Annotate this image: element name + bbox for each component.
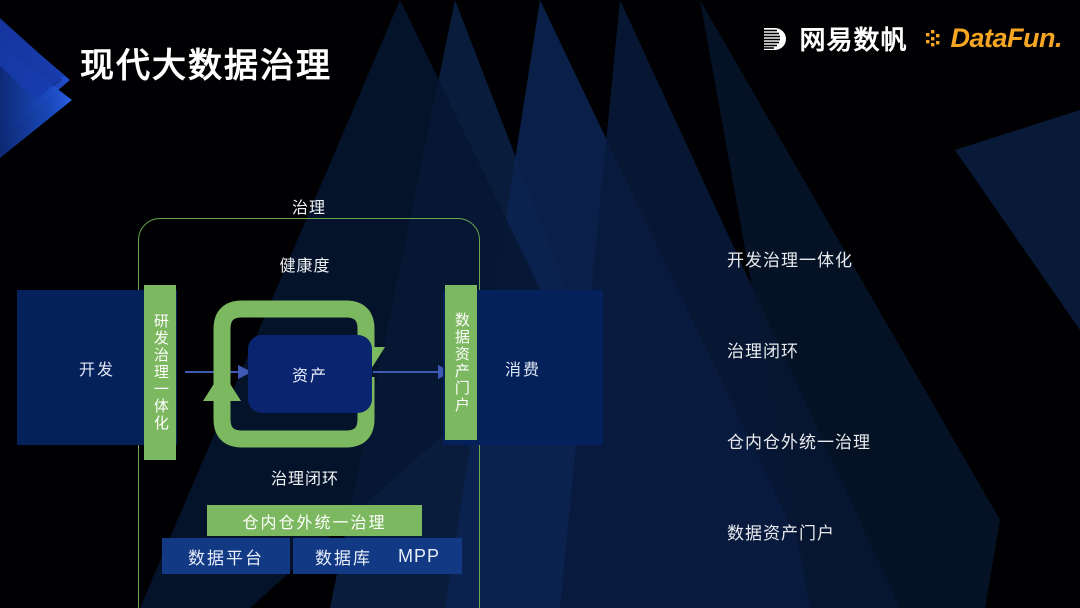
platform-box: 数据平台 [162, 538, 290, 574]
loop-lower-path [213, 377, 375, 448]
bg-chevron-1b [0, 35, 62, 125]
list-item: 数据资产门户 [727, 524, 835, 543]
page-title: 现代大数据治理 [80, 47, 332, 85]
logo-group: 网易数帆 DataFun. [760, 20, 1062, 57]
datafun-logo: DataFun. [925, 23, 1062, 54]
closed-loop-label: 治理闭环 [270, 471, 339, 488]
platform-row: 数据平台 数据库 MPP [162, 538, 462, 574]
governance-frame-label: 治理 [291, 200, 326, 217]
list-item: 开发治理一体化 [727, 251, 853, 270]
unified-governance-bar: 仓内仓外统一治理 [207, 505, 422, 536]
bg-chevron-1 [0, 20, 70, 140]
loop-arrowhead-up [203, 371, 241, 401]
health-label: 健康度 [279, 258, 331, 275]
list-item: 仓内仓外统一治理 [727, 433, 871, 452]
netease-mark-icon [764, 27, 787, 50]
feature-list: 开发治理一体化 治理闭环 仓内仓外统一治理 数据资产门户 [727, 246, 1057, 608]
netease-shufan-label: 网易数帆 [799, 25, 908, 55]
data-asset-portal-bar: 数据资产门户 [445, 285, 477, 440]
list-item: 治理闭环 [727, 342, 799, 361]
mpp-label: MPP [397, 545, 440, 566]
asset-box: 资产 [248, 335, 372, 413]
loop-upper-path [213, 300, 375, 403]
platform-box-label: 数据库 [314, 548, 372, 568]
netease-shufan-logo: 网易数帆 [760, 20, 907, 57]
governance-diagram: 治理 开发 消费 健康度 资产 治理闭环 [0, 180, 640, 608]
bg-chevron-3 [0, 18, 64, 100]
platform-box: 数据库 MPP [293, 538, 462, 574]
datafun-dots-icon [926, 29, 940, 46]
bg-chevron-2 [0, 45, 72, 158]
dev-governance-bar: 研发治理一体化 [144, 285, 176, 460]
datafun-label: DataFun. [950, 23, 1062, 53]
